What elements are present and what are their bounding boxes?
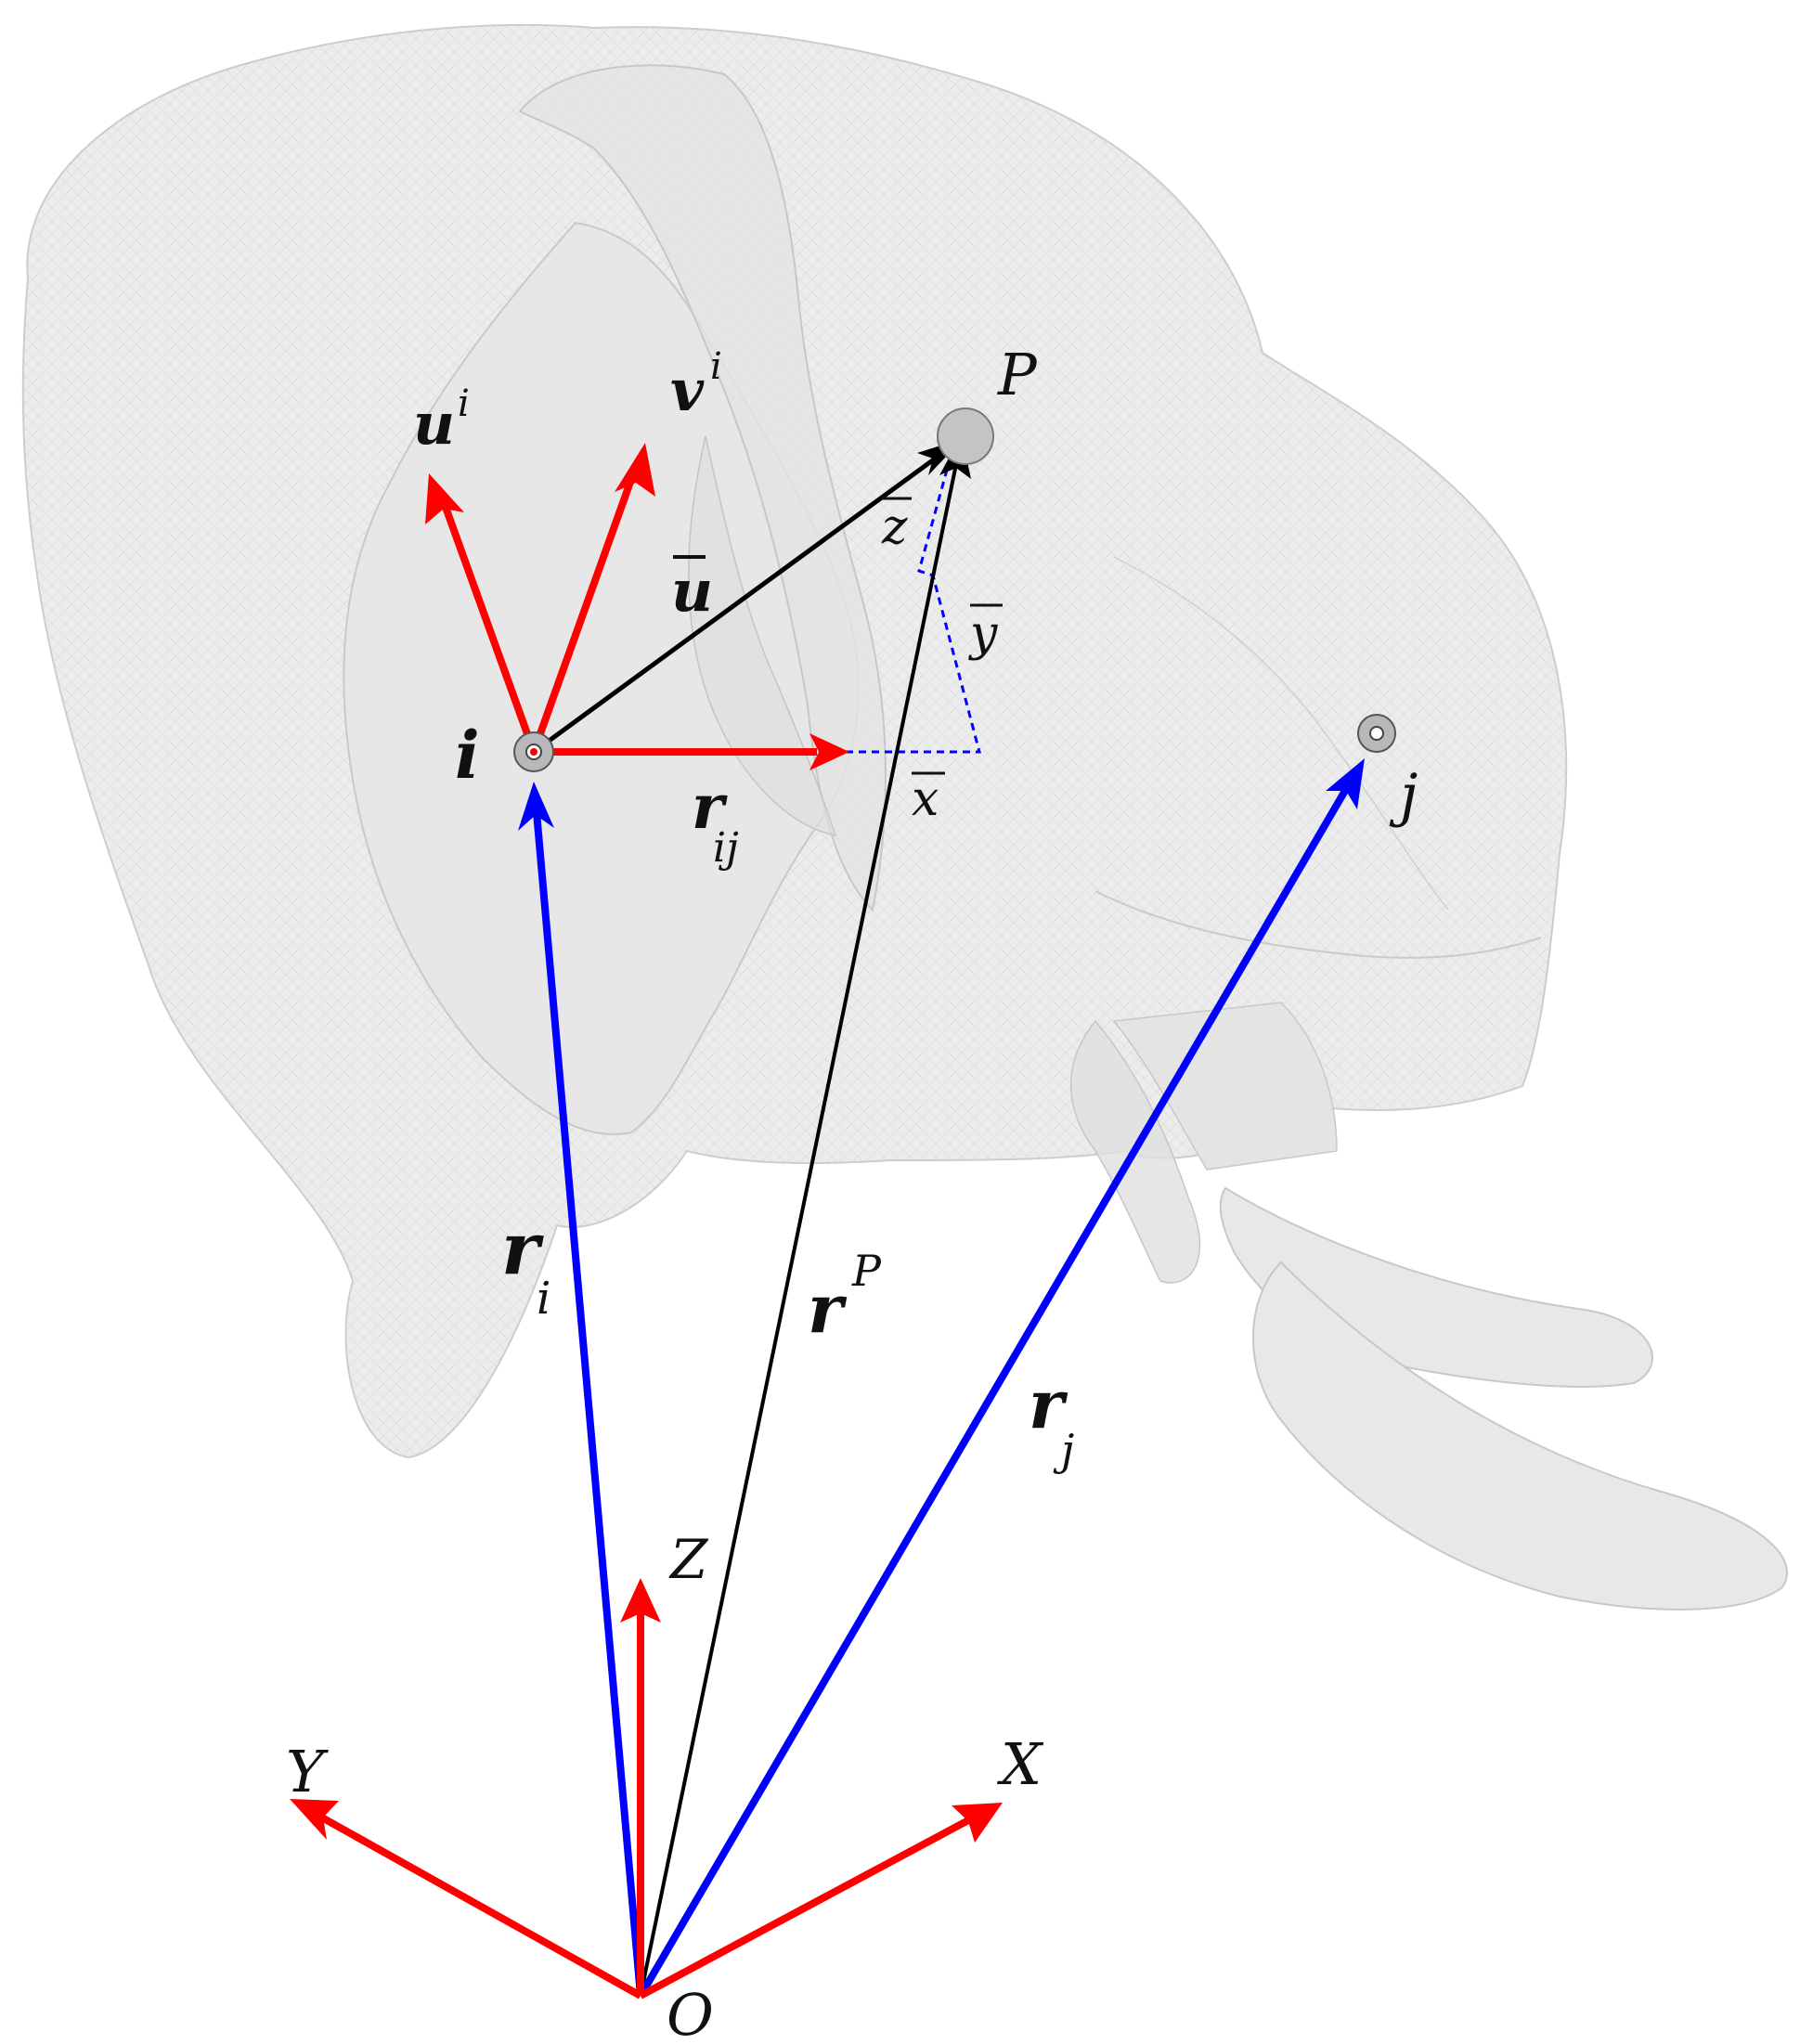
point-i-center bbox=[530, 748, 537, 756]
label-x-bar: x bbox=[912, 771, 939, 827]
global-axis-X bbox=[639, 1816, 972, 1999]
label-v-i-sup: i bbox=[710, 345, 722, 388]
label-r-i-sub: i bbox=[537, 1273, 550, 1325]
points bbox=[513, 408, 1396, 772]
label-r-P: r bbox=[808, 1269, 848, 1348]
ear-fold bbox=[688, 435, 837, 836]
local-axis-u-arrowhead bbox=[425, 473, 464, 524]
label-u-bar: u bbox=[671, 557, 713, 625]
global-axis-Y bbox=[318, 1813, 642, 1999]
forehead-ridge bbox=[518, 64, 887, 912]
label-r-i: r bbox=[501, 1207, 544, 1291]
elephant-head-mesh bbox=[21, 23, 1788, 1611]
label-X: X bbox=[997, 1730, 1044, 1798]
vector-rj-arrowhead bbox=[1326, 758, 1365, 809]
global-axis-Y-arrowhead bbox=[290, 1799, 339, 1840]
vector-ubar-line bbox=[532, 454, 939, 755]
label-Z: Z bbox=[668, 1528, 709, 1591]
local-frame-i bbox=[425, 443, 849, 770]
global-axis-Z-arrowhead bbox=[620, 1578, 661, 1623]
label-u-i: u bbox=[413, 390, 455, 458]
label-u-i-sup: i bbox=[458, 382, 470, 425]
point-j-inner bbox=[1369, 726, 1384, 741]
vector-rj-line bbox=[637, 786, 1350, 1999]
label-z-bar: z bbox=[881, 499, 908, 555]
label-Y: Y bbox=[286, 1738, 329, 1805]
label-y-bar: y bbox=[968, 606, 998, 662]
local-axis-v bbox=[530, 470, 638, 754]
skull-contour bbox=[1113, 556, 1449, 911]
global-position-vectors bbox=[518, 434, 1365, 1999]
label-P: P bbox=[997, 341, 1038, 408]
label-O: O bbox=[667, 1981, 714, 2044]
vector-rP-line bbox=[639, 463, 958, 1997]
label-r-ij: r bbox=[692, 770, 728, 843]
lower-tusk bbox=[1252, 1261, 1788, 1611]
label-v-i: v bbox=[670, 356, 705, 424]
point-P bbox=[937, 408, 994, 465]
global-frame-O bbox=[290, 1578, 1003, 1999]
relative-vector-rij-arrowhead bbox=[809, 733, 849, 770]
vector-ri-arrowhead bbox=[518, 782, 554, 831]
local-axis-u bbox=[439, 498, 537, 754]
labels: u i v i u P z y x i j r ij r i r P r j bbox=[286, 341, 1418, 2044]
vector-ri-line bbox=[533, 811, 644, 1997]
label-i: i bbox=[455, 717, 480, 794]
jaw-block bbox=[1112, 1002, 1338, 1171]
global-axis-X-arrowhead bbox=[952, 1803, 1003, 1843]
label-r-j: r bbox=[1029, 1365, 1068, 1443]
cheek-contour bbox=[1094, 890, 1542, 959]
label-r-P-sup: P bbox=[851, 1246, 882, 1296]
label-r-ij-sub: ij bbox=[713, 824, 739, 872]
local-axis-v-arrowhead bbox=[615, 443, 655, 497]
